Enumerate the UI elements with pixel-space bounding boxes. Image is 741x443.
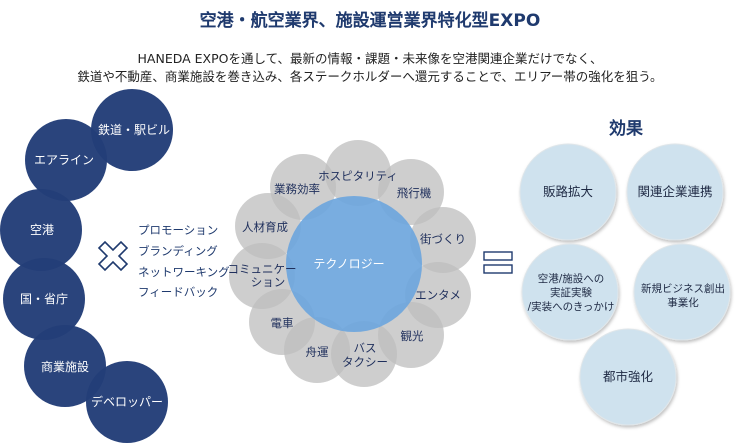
- effect-circle: [519, 143, 617, 241]
- activity-list: プロモーション ブランディング ネットワーキング フィードバック: [138, 223, 230, 299]
- activity-item: ブランディング: [138, 244, 218, 258]
- petal-label: タクシー: [342, 355, 388, 369]
- stakeholder-circle: [86, 361, 168, 443]
- stakeholder-label: エアライン: [34, 153, 94, 167]
- effect-circle: [579, 328, 677, 426]
- effect-circles: 販路拡大 関連企業連携 空港/施設への 実証実験 /実装へのきっかけ 新規ビジネ…: [519, 143, 731, 426]
- petal: [410, 207, 476, 273]
- effect-circle: [633, 243, 731, 341]
- stakeholder-circle: [24, 325, 106, 407]
- effects-heading: 効果: [609, 118, 643, 139]
- stakeholder-label: 空港: [30, 223, 54, 237]
- petal: [270, 154, 336, 220]
- effect-label: 関連企業連携: [637, 184, 712, 199]
- stakeholder-circle: [25, 119, 107, 201]
- stakeholder-circles: 鉄道・駅ビル エアライン 空港 国・省庁 商業施設 デベロッパー: [0, 89, 173, 443]
- subtitle-line-2: 鉄道や不動産、商業施設を巻き込み、各ステークホルダーへ還元することで、エリアー帯…: [77, 69, 662, 84]
- stakeholder-circle: [3, 258, 85, 340]
- activity-item: フィードバック: [138, 285, 218, 299]
- effect-circle: [521, 243, 619, 341]
- petal-label: 街づくり: [420, 232, 466, 246]
- stakeholder-circle: [0, 189, 82, 271]
- petal-label: 舟運: [306, 345, 329, 359]
- petal: [229, 243, 295, 309]
- activity-item: プロモーション: [138, 223, 218, 237]
- equals-icon: [483, 251, 513, 274]
- petal-label: 業務効率: [274, 182, 320, 196]
- effect-label: 実証実験: [550, 286, 592, 299]
- effect-label: 事業化: [667, 296, 699, 309]
- effect-circle: [626, 143, 724, 241]
- effect-label: 都市強化: [603, 369, 654, 384]
- stakeholder-circle: [91, 89, 173, 171]
- effect-label: 新規ビジネス創出: [641, 282, 725, 295]
- petal-label: ホスピタリティ: [318, 169, 398, 183]
- effect-label: /実装へのきっかけ: [528, 300, 615, 313]
- petal-label: コミュニケー: [228, 262, 297, 276]
- technology-label: テクノロジー: [313, 257, 384, 271]
- stakeholder-label: 国・省庁: [20, 292, 68, 306]
- stakeholder-label: 鉄道・駅ビル: [98, 122, 170, 137]
- stakeholder-label: デベロッパー: [91, 394, 163, 409]
- effect-label: 販路拡大: [543, 184, 593, 199]
- petal-label: 電車: [271, 316, 294, 330]
- technology-flower: テクノロジー ホスピタリティ 飛行機 街づくり エンタメ 観光 バス タクシー …: [228, 140, 476, 387]
- petal-label: 観光: [401, 329, 424, 343]
- effect-label: 空港/施設への: [538, 272, 605, 285]
- stakeholder-label: 商業施設: [41, 359, 89, 374]
- petal-label: エンタメ: [415, 288, 461, 302]
- page-title: 空港・航空業界、施設運営業界特化型EXPO: [200, 10, 541, 31]
- petal-label: 人材育成: [242, 220, 288, 234]
- petal: [378, 159, 444, 225]
- petal-label: バス: [354, 341, 377, 355]
- activity-item: ネットワーキング: [138, 265, 230, 279]
- technology-core: [286, 196, 422, 332]
- petal-label: ション: [251, 275, 286, 289]
- multiply-icon: [97, 240, 129, 272]
- petal-label: 飛行機: [397, 186, 432, 200]
- petal: [325, 140, 391, 206]
- subtitle-line-1: HANEDA EXPOを通して、最新の情報・課題・未来像を空港関連企業だけでなく…: [138, 51, 603, 66]
